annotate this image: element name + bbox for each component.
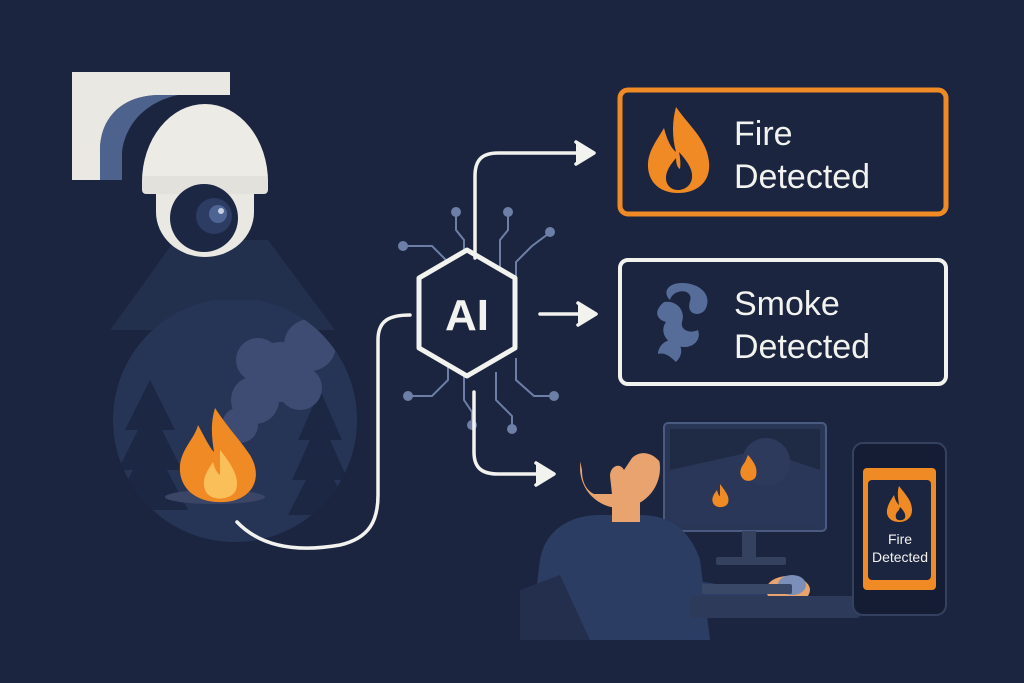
phone-alert-line2: Detected bbox=[872, 549, 928, 565]
security-camera-icon bbox=[72, 72, 268, 257]
connector-ai-to-fire bbox=[473, 140, 596, 260]
ai-hexagon-icon bbox=[416, 247, 518, 379]
circuit-nodes bbox=[398, 207, 559, 434]
ai-label: AI bbox=[445, 291, 489, 340]
smoke-cloud bbox=[222, 319, 336, 443]
connector-ai-to-operator bbox=[472, 390, 556, 487]
smoke-alert-line2: Detected bbox=[734, 328, 870, 366]
flame-icon bbox=[647, 107, 710, 193]
connector-scene-to-ai bbox=[235, 313, 412, 550]
forest-fire-icon bbox=[113, 298, 357, 542]
operator-person-icon bbox=[520, 425, 810, 640]
smoke-icon bbox=[657, 283, 708, 362]
phone-icon: Fire Detected bbox=[852, 442, 947, 616]
connector-ai-to-smoke bbox=[538, 301, 598, 327]
phone-flame-icon bbox=[886, 486, 912, 522]
smoke-alert-line1: Smoke bbox=[734, 285, 840, 323]
campfire-flame bbox=[179, 408, 256, 503]
monitor-icon bbox=[663, 422, 827, 565]
phone-alert-line1: Fire bbox=[888, 531, 912, 547]
fire-alert-line2: Detected bbox=[734, 158, 870, 196]
fire-alert-box: Fire Detected bbox=[617, 87, 949, 217]
desk bbox=[690, 596, 860, 618]
fire-alert-line1: Fire bbox=[734, 115, 793, 153]
smoke-alert-box: Smoke Detected bbox=[618, 258, 948, 386]
keyboard bbox=[702, 584, 792, 594]
